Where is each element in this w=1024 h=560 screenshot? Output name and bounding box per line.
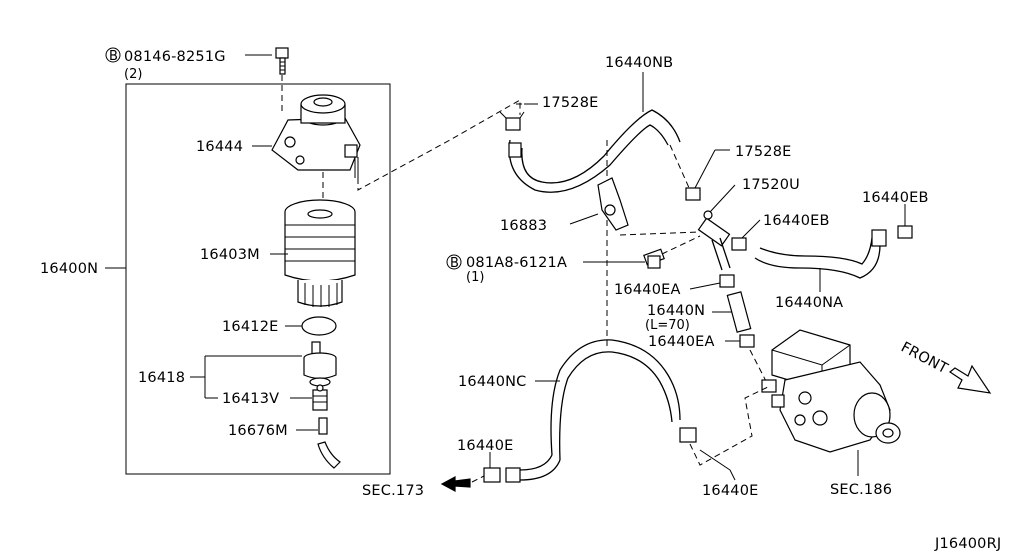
label-16440NA: 16440NA xyxy=(775,295,843,311)
label-16440EB-a: 16440EB xyxy=(763,213,830,229)
bracket-16883 xyxy=(597,177,629,231)
label-16412E: 16412E xyxy=(222,319,279,335)
hose-16440N xyxy=(726,291,752,333)
label-16676M: 16676M xyxy=(228,423,288,439)
valve-16413V xyxy=(312,384,328,411)
clamp-16440EA-b xyxy=(739,334,755,348)
hose-16440NB xyxy=(508,109,681,193)
bolt-symbol-mid-text: B xyxy=(450,256,459,271)
label-16440NB: 16440NB xyxy=(605,55,673,71)
joint-17520U xyxy=(697,210,731,247)
clamp-17528E-b xyxy=(685,187,701,201)
label-16403M: 16403M xyxy=(200,247,260,263)
filter-cartridge-16403M xyxy=(284,199,356,307)
label-bolt-mid-qty: (1) xyxy=(466,270,484,285)
label-16418: 16418 xyxy=(138,370,185,386)
label-16440EB-b: 16440EB xyxy=(862,190,929,206)
clamp-16440EA-a xyxy=(719,274,735,288)
label-16440EA-b: 16440EA xyxy=(648,334,715,350)
label-16440EA-a: 16440EA xyxy=(614,282,681,298)
injection-pump-sec186 xyxy=(761,329,901,453)
label-17528E-b: 17528E xyxy=(735,144,792,160)
bolt-symbol-top-text: B xyxy=(109,49,118,64)
hose-vertical-segment xyxy=(711,237,731,271)
label-16440N: 16440N xyxy=(647,303,705,319)
clamp-16440EB-b xyxy=(897,225,913,239)
label-bolt-top-qty: (2) xyxy=(124,67,142,82)
label-16440E-b: 16440E xyxy=(702,483,759,499)
clamp-16440E-b xyxy=(679,427,697,443)
label-bolt-top: 08146-8251G xyxy=(124,49,226,65)
clamp-16440EB-a xyxy=(731,237,747,251)
label-17520U: 17520U xyxy=(742,177,800,193)
hose-16440NA xyxy=(754,229,887,279)
front-arrow-icon xyxy=(948,364,992,394)
label-bolt-mid: 081A8-6121A xyxy=(466,255,567,271)
label-sec186: SEC.186 xyxy=(830,482,892,498)
label-16413V: 16413V xyxy=(222,391,279,407)
label-front: FRONT xyxy=(898,339,950,377)
label-16400N: 16400N xyxy=(40,261,98,277)
bolt-symbol-mid xyxy=(446,254,462,270)
sec173-arrow-icon xyxy=(440,475,471,493)
label-sec173: SEC.173 xyxy=(362,483,424,499)
o-ring-16412E xyxy=(301,316,337,336)
label-16444: 16444 xyxy=(196,139,243,155)
filter-head-16444 xyxy=(271,94,361,178)
hose-16676M xyxy=(317,417,341,469)
diagram-ref-code: J16400RJ xyxy=(934,536,1001,552)
filter-assembly-frame xyxy=(125,83,391,475)
label-16440E-a: 16440E xyxy=(457,438,514,454)
bolt-symbol-top xyxy=(105,47,121,63)
label-16440NC: 16440NC xyxy=(458,374,527,390)
label-16440N-length: (L=70) xyxy=(645,318,690,333)
hose-16440NC xyxy=(505,339,681,483)
clamp-16440E-a xyxy=(483,467,501,483)
clamp-17528E-a xyxy=(499,111,525,131)
bolt-top-part xyxy=(275,47,289,75)
bolt-mid-part xyxy=(643,248,665,269)
sensor-16418 xyxy=(303,341,337,387)
label-17528E-a: 17528E xyxy=(542,95,599,111)
label-16883: 16883 xyxy=(500,218,547,234)
